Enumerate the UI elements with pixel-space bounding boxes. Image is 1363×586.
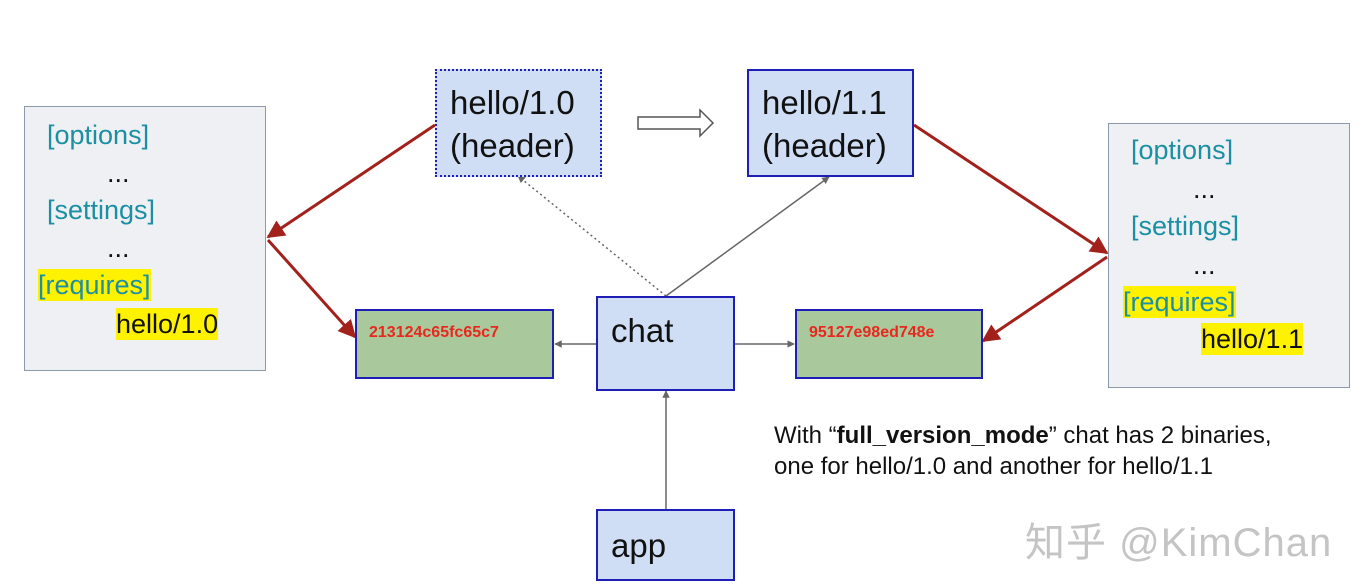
hello-1-0-kind: (header) <box>450 127 575 164</box>
app-label: app <box>611 527 667 564</box>
note-prefix: With “ <box>774 422 837 449</box>
left-config-panel: [options] ... [settings] ... [requires] … <box>24 106 266 371</box>
binary-left-hash: 213124c65fc65c7 <box>369 324 499 341</box>
arrow-hello11-to-right-config <box>913 123 1109 255</box>
left-ellipsis-2: ... <box>107 233 130 263</box>
right-config-panel: [options] ... [settings] ... [requires] … <box>1108 123 1350 388</box>
binary-right-box: 95127e98ed748e <box>795 309 983 379</box>
upgrade-arrow-icon <box>637 108 715 138</box>
note-line-2: one for hello/1.0 and another for hello/… <box>774 453 1213 480</box>
hello-1-1-header-box: hello/1.1 (header) <box>747 69 914 177</box>
right-ellipsis-1: ... <box>1193 174 1216 204</box>
left-ellipsis-1: ... <box>107 158 130 188</box>
left-options-section: [options] <box>47 120 150 150</box>
explanation-note: With “full_version_mode” chat has 2 bina… <box>774 420 1272 482</box>
note-mode: full_version_mode <box>836 422 1049 449</box>
arrow-chat-to-hello11 <box>665 176 830 297</box>
hello-1-0-name: hello/1.0 <box>450 84 575 121</box>
note-line-1: With “full_version_mode” chat has 2 bina… <box>774 420 1272 451</box>
watermark: 知乎 @KimChan <box>1025 521 1333 565</box>
hello-1-0-header-box: hello/1.0 (header) <box>435 69 602 177</box>
chat-package-box: chat <box>596 296 735 391</box>
note-suffix: ” chat has 2 binaries, <box>1048 422 1272 449</box>
right-options-section: [options] <box>1131 135 1234 165</box>
right-settings-section: [settings] <box>1131 211 1240 241</box>
arrow-left-config-to-hash-left <box>266 238 357 339</box>
right-requirement: hello/1.1 <box>1201 323 1304 355</box>
binary-left-box: 213124c65fc65c7 <box>355 309 554 379</box>
left-settings-section: [settings] <box>47 195 156 225</box>
arrow-hello10-to-left-config <box>266 123 436 239</box>
arrow-chat-to-hello10-dotted <box>517 175 667 297</box>
right-ellipsis-2: ... <box>1193 250 1216 280</box>
app-package-box: app <box>596 509 735 581</box>
binary-right-hash: 95127e98ed748e <box>809 324 935 341</box>
left-requirement: hello/1.0 <box>116 308 219 340</box>
hello-1-1-kind: (header) <box>762 127 887 164</box>
arrow-right-config-to-hash-right <box>981 255 1108 343</box>
hello-1-1-name: hello/1.1 <box>762 84 887 121</box>
right-requires-section: [requires] <box>1123 286 1236 318</box>
chat-label: chat <box>611 312 674 349</box>
left-requires-section: [requires] <box>38 269 151 301</box>
